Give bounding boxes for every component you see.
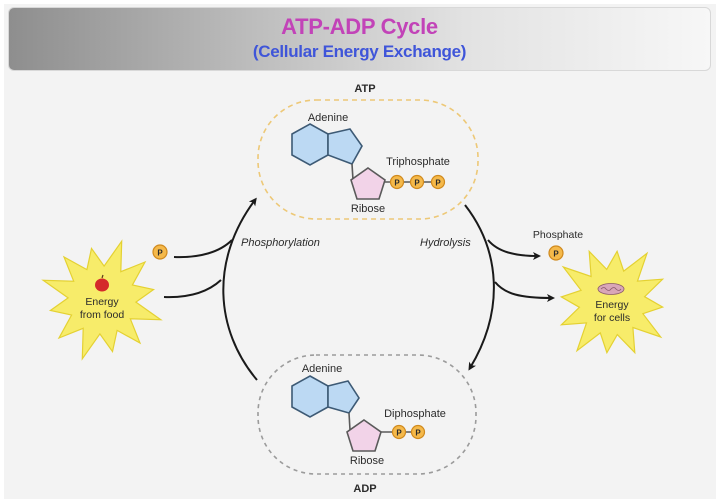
atp-ribose-label: Ribose: [351, 203, 385, 215]
phosphate-icon: [152, 244, 168, 260]
phosphate-icon: [410, 424, 426, 440]
adp-label: ADP: [353, 483, 376, 495]
adp-boundary: [257, 354, 477, 475]
hydrolysis-label: Hydrolysis: [420, 237, 471, 249]
phosphate-input-line: [173, 239, 233, 259]
phosphate-icon: [389, 174, 405, 190]
atp-phosphate-2: P: [409, 174, 425, 190]
energy-for-cells-line2: for cells: [594, 312, 630, 324]
adp-bond: [348, 412, 351, 431]
atp-phosphate-group-label: Triphosphate: [386, 156, 450, 168]
output-phosphate: Phosphate P: [533, 229, 583, 261]
starburst-icon: [559, 249, 665, 355]
phosphate-icon: [391, 424, 407, 440]
atp-label: ATP: [354, 83, 375, 95]
mitochondrion-icon: [597, 283, 625, 295]
adp-adenine-hexagon-icon: [291, 375, 329, 418]
adp-ribose-icon: [346, 419, 382, 452]
svg-text:P: P: [415, 429, 421, 438]
energy-output-arrow: [494, 281, 555, 302]
phosphorylation-pathway: Phosphorylation: [163, 197, 320, 381]
adp-phosphate-2: P: [410, 424, 426, 440]
page-subtitle: (Cellular Energy Exchange): [252, 42, 467, 61]
adp-phosphate-group-label: Diphosphate: [384, 408, 446, 420]
svg-text:P: P: [396, 429, 402, 438]
adp-phosphate-1: P: [391, 424, 407, 440]
energy-from-food: Energy from food: [41, 239, 163, 361]
svg-text:P: P: [553, 250, 559, 259]
phosphate-output-label: Phosphate: [533, 229, 583, 241]
adp-ribose-label: Ribose: [350, 455, 384, 467]
adp-adenine-label: Adenine: [302, 363, 342, 375]
phosphate-icon: [409, 174, 425, 190]
hydrolysis-arrow: [464, 204, 495, 371]
phosphate-output-arrow: [487, 239, 541, 260]
atp-phosphate-3: P: [430, 174, 446, 190]
apple-icon: [95, 274, 109, 292]
starburst-icon: [41, 239, 163, 361]
phosphate-icon: [430, 174, 446, 190]
svg-text:P: P: [157, 249, 163, 258]
svg-text:P: P: [414, 179, 420, 188]
energy-from-food-line2: from food: [80, 309, 125, 321]
atp-adenine-pentagon-icon: [327, 128, 363, 165]
phosphorylation-arrow: [222, 197, 258, 381]
atp-molecule: ATP Adenine Ribose Triphosphate P P P: [257, 83, 479, 220]
atp-phosphate-1: P: [389, 174, 405, 190]
atp-adenine-hexagon-icon: [291, 123, 329, 166]
atp-ribose-icon: [350, 167, 386, 200]
atp-bond: [351, 163, 354, 181]
atp-adenine-label: Adenine: [308, 112, 348, 124]
svg-text:P: P: [435, 179, 441, 188]
energy-input-line: [163, 279, 222, 299]
adp-adenine-pentagon-icon: [327, 380, 360, 414]
svg-text:P: P: [394, 179, 400, 188]
hydrolysis-pathway: Hydrolysis: [420, 204, 555, 371]
energy-from-food-line1: Energy: [85, 296, 119, 308]
title-banner: ATP-ADP Cycle (Cellular Energy Exchange): [8, 7, 711, 71]
diagram-background: [4, 4, 716, 499]
energy-for-cells-line1: Energy: [595, 299, 629, 311]
input-phosphate: P: [152, 244, 168, 260]
adp-molecule: Adenine Ribose Diphosphate P P ADP: [257, 354, 477, 495]
phosphorylation-label: Phosphorylation: [241, 237, 320, 249]
energy-for-cells: Energy for cells: [559, 249, 665, 355]
page-title: ATP-ADP Cycle: [281, 14, 438, 39]
phosphate-icon: [548, 245, 564, 261]
